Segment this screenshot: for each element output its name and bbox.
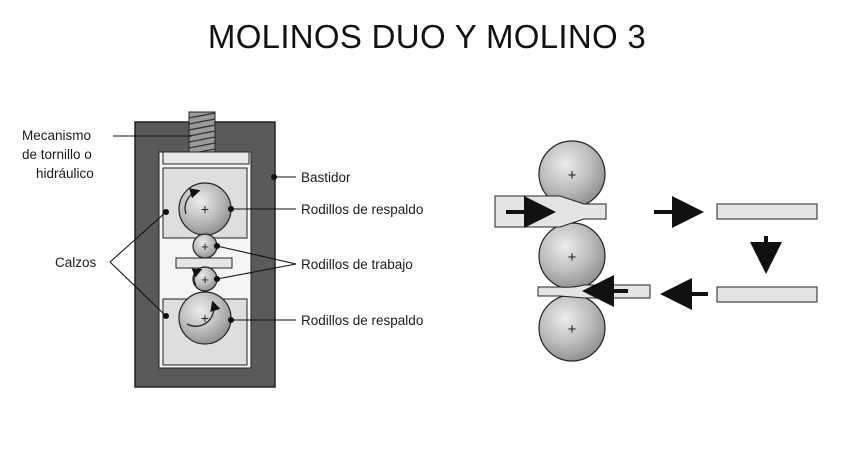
svg-text:+: + [201,239,209,254]
page-title: MOLINOS DUO Y MOLINO 3 [207,18,647,55]
label-bastidor: Bastidor [301,170,351,185]
svg-text:+: + [201,310,209,326]
strip-before-pass-2 [716,286,818,303]
svg-text:+: + [201,272,209,287]
label-rodillos-respaldo-bottom: Rodillos de respaldo [301,313,423,328]
svg-text:+: + [568,249,577,266]
three-high-mill: + + + [494,140,818,362]
label-rodillos-trabajo: Rodillos de trabajo [301,257,413,272]
strip-after-pass-1 [716,203,818,220]
label-rodillos-respaldo-top: Rodillos de respaldo [301,202,423,217]
upper-work-roll: + [192,233,218,259]
middle-roll: + [538,222,606,290]
label-calzos: Calzos [55,255,97,270]
label-mecanismo-2: de tornillo o [22,147,92,162]
label-mecanismo-1: Mecanismo [22,128,91,143]
lower-backup-roll: + [178,291,232,345]
svg-text:+: + [568,167,577,184]
svg-text:+: + [568,321,577,338]
mill-stand: + + + + [134,111,276,388]
svg-text:+: + [201,201,209,217]
label-mecanismo-3: hidráulico [36,166,94,181]
bottom-roll: + [538,294,606,362]
screw-mechanism [162,111,250,165]
lower-work-roll: + [191,266,218,292]
leader-lines [109,135,297,324]
upper-backup-roll: + [178,182,232,236]
